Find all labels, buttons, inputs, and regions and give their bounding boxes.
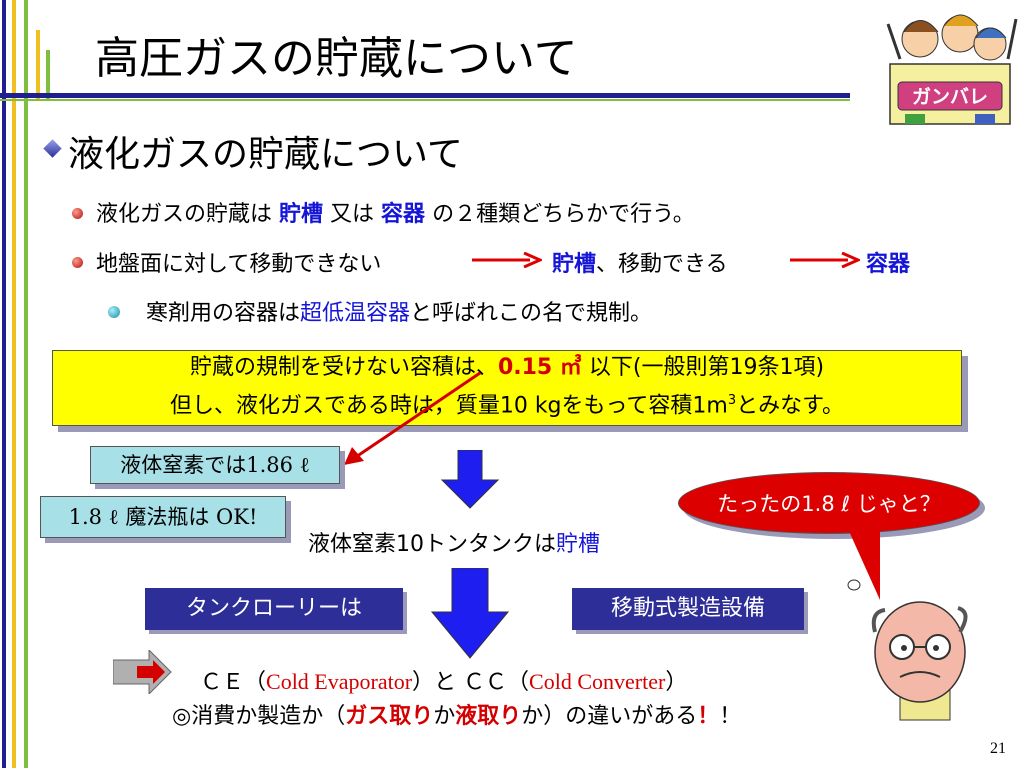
regulation-line-1-prefix: 貯蔵の規制を受けない容積は、	[189, 355, 498, 380]
pointer-arrow-icon	[344, 371, 481, 465]
bullet-2-part2: 、移動できる	[596, 252, 728, 277]
bullet-3: 寒剤用の容器は超低温容器と呼ばれこの名で規制。	[146, 295, 652, 327]
bullet-icon	[72, 208, 83, 219]
pointer-right-icon	[113, 650, 172, 694]
bullet-2-part1: 地盤面に対して移動できない	[96, 252, 382, 277]
deco-bar-yellow-short	[36, 30, 40, 100]
mobile-facility-box: 移動式製造設備	[572, 588, 804, 630]
regulation-volume-value: 0.15 ㎥	[497, 355, 582, 380]
ce-cc-end: ）	[665, 670, 688, 695]
tank-statement-term: 貯槽	[556, 532, 601, 557]
title-rule	[0, 93, 850, 98]
bullet-1-term-tank: 貯槽	[279, 202, 324, 227]
ce-label: ＣＥ（	[200, 670, 267, 695]
exclamation-2: ！	[719, 704, 742, 729]
bullet-1: 液化ガスの貯蔵は 貯槽 又は 容器 の２種類どちらかで行う。	[96, 196, 695, 228]
tank-lorry-box: タンクローリーは	[145, 588, 403, 630]
arrow-right-icon	[472, 251, 544, 272]
arrow-down-icon	[440, 450, 500, 509]
regulation-line-2-sup: 3	[727, 393, 737, 408]
bullet-3-suffix: と呼ばれこの名で規制。	[410, 301, 653, 326]
deco-bar-green-short	[46, 50, 50, 100]
difference-suffix: か）の違いがある	[521, 704, 698, 729]
bullet-1-term-container: 容器	[381, 202, 426, 227]
bullet-3-term: 超低温容器	[300, 301, 411, 326]
magic-bottle-box: 1.8 ℓ 魔法瓶は OK!	[40, 496, 286, 538]
liquid-nitrogen-box: 液体窒素では1.86 ℓ	[90, 446, 340, 484]
exclamation-1: ！	[697, 704, 720, 729]
ganbare-banner: ガンバレ	[912, 86, 988, 108]
bullet-2-term-tank: 貯槽	[552, 252, 597, 277]
deco-bar-yellow	[12, 0, 16, 768]
difference-line: ◎消費か製造か（ガス取りか液取りか）の違いがある！！	[172, 698, 741, 730]
slide-title: 高圧ガスの貯蔵について	[95, 33, 578, 84]
regulation-line-2: 但し、液化ガスである時は，質量10 kgをもって容積1m3とみなす。	[53, 384, 961, 422]
regulation-line-2-prefix: 但し、液化ガスである時は，質量10 kgをもって容積1m	[170, 393, 728, 419]
difference-prefix: ◎消費か製造か（	[172, 704, 346, 729]
deco-bar-green	[24, 0, 28, 768]
ce-cc-line: ＣＥ（Cold Evaporator）と ＣＣ（Cold Converter）	[200, 664, 687, 696]
subtitle: 液化ガスの貯蔵について	[68, 134, 463, 175]
tank-statement-prefix: 液体窒素10トンタンクは	[308, 532, 556, 557]
cheering-people-icon: ガンバレ	[886, 14, 1018, 125]
bullet-2-rest: 貯槽、移動できる	[552, 246, 728, 278]
old-man-icon	[871, 601, 968, 721]
deco-bar-blue	[2, 0, 6, 768]
regulation-line-1: 貯蔵の規制を受けない容積は、0.15 ㎥ 以下(一般則第19条1項)	[53, 351, 961, 384]
cold-converter-text: Cold Converter	[529, 669, 666, 694]
gas-take-text: ガス取り	[345, 704, 434, 729]
bullet-1-prefix: 液化ガスの貯蔵は	[96, 202, 273, 227]
liquid-take-text: 液取り	[455, 704, 522, 729]
bullet-icon	[72, 257, 83, 268]
speech-bubble: たったの1.8 ℓ じゃと？	[678, 472, 980, 534]
bullet-1-middle: 又は	[330, 202, 375, 227]
tank-statement: 液体窒素10トンタンクは貯槽	[308, 526, 600, 558]
cold-evaporator-text: Cold Evaporator	[266, 669, 413, 694]
ce-cc-mid: ）と ＣＣ（	[412, 670, 530, 695]
regulation-box: 貯蔵の規制を受けない容積は、0.15 ㎥ 以下(一般則第19条1項) 但し、液化…	[52, 350, 962, 426]
arrow-down-large-icon	[430, 568, 510, 659]
bullet-2-term-container: 容器	[866, 252, 911, 277]
title-rule-accent	[0, 99, 850, 101]
speech-bubble-text: たったの1.8 ℓ じゃと？	[717, 492, 941, 516]
regulation-line-1-suffix: 以下(一般則第19条1項)	[581, 355, 825, 380]
bullet-3-prefix: 寒剤用の容器は	[146, 301, 301, 326]
sub-bullet-icon	[108, 306, 120, 318]
bullet-1-suffix: の２種類どちらかで行う。	[432, 202, 695, 227]
arrow-right-icon	[790, 251, 862, 272]
speech-bubble-tail-icon	[844, 520, 880, 600]
regulation-line-2-suffix: とみなす。	[736, 393, 844, 419]
subtitle-diamond-icon	[43, 139, 62, 158]
difference-ka: か	[433, 704, 456, 729]
page-number: 21	[990, 740, 1006, 757]
